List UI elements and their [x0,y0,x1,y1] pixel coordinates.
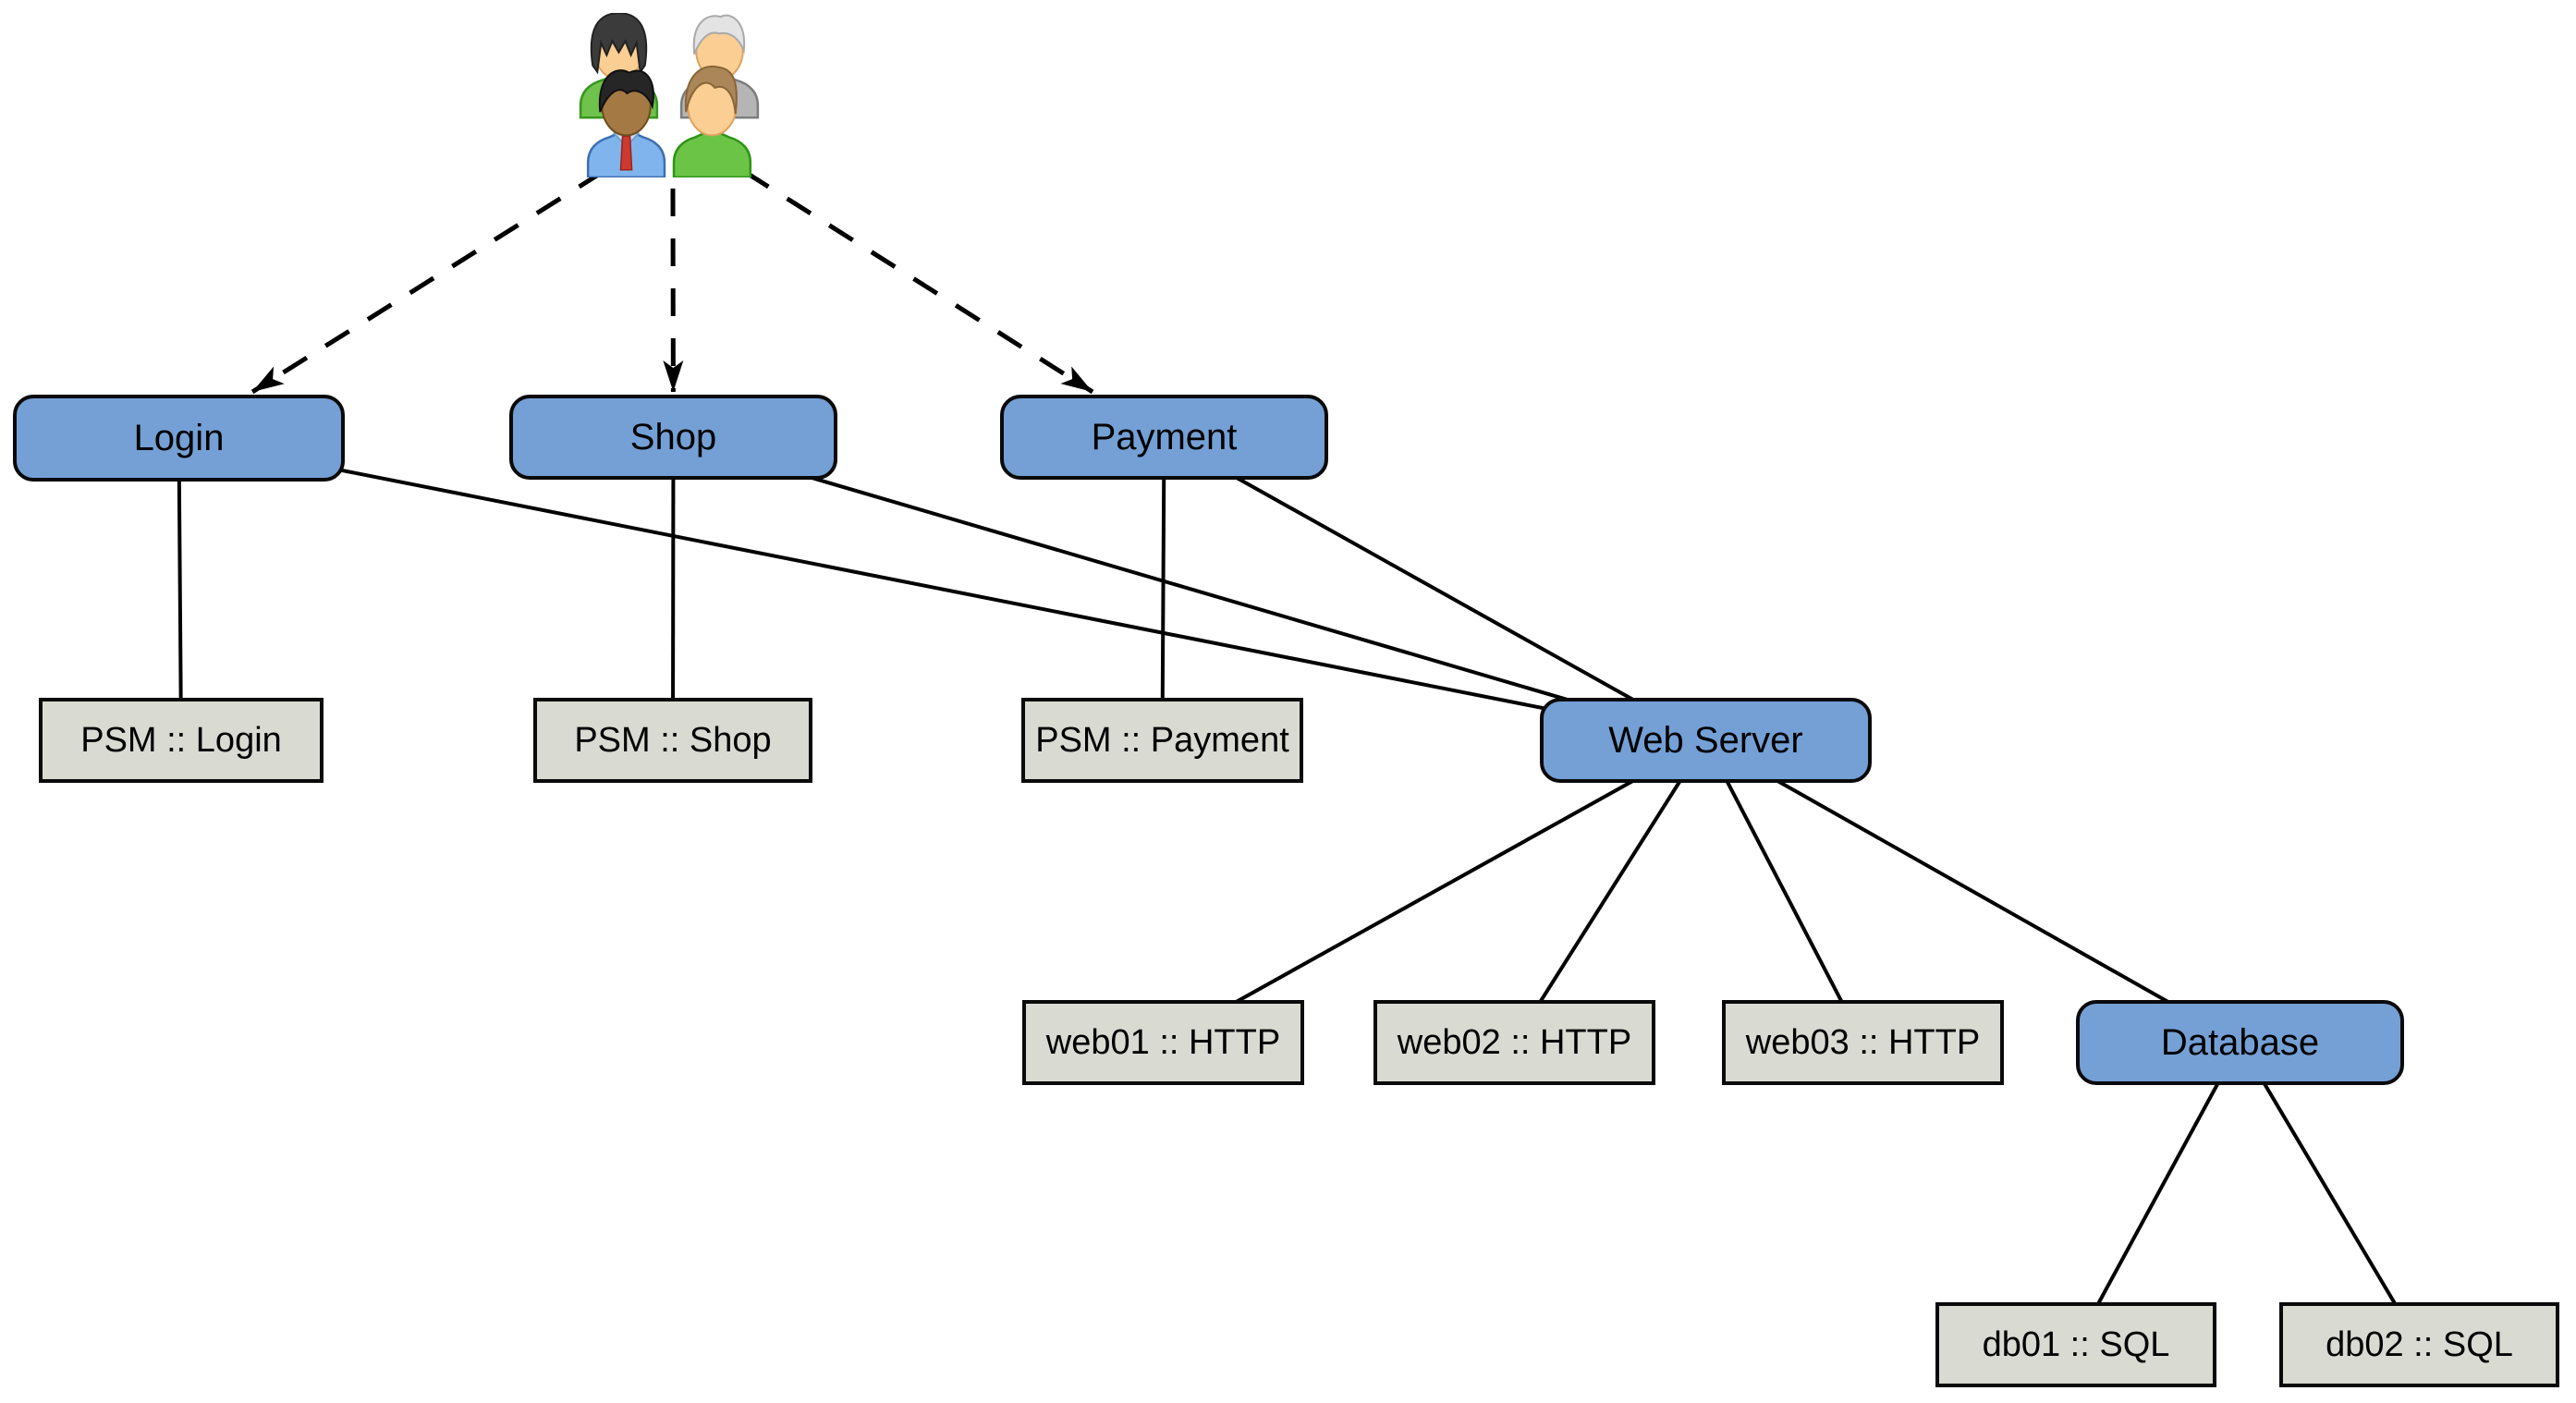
edge-webserver-database [1704,738,2241,1044]
edge-login-psm-login [177,437,183,741]
edge-database-db01 [2074,1042,2242,1346]
node-db01: db01 :: SQL [1935,1302,2216,1387]
edge-database-db02 [2238,1041,2422,1347]
node-label: web01 :: HTTP [1045,1022,1281,1062]
user-person-green-icon [672,65,752,179]
node-db02: db02 :: SQL [2279,1302,2559,1387]
users-icon [571,12,767,182]
node-login: Login [13,395,345,482]
node-psm-payment: PSM :: Payment [1021,698,1303,783]
node-label: Payment [1091,416,1238,458]
edge-users-payment [743,169,1094,395]
node-label: Login [133,417,225,458]
edge-webserver-web01 [1162,738,1707,1044]
edge-payment-webserver [1163,435,1707,742]
edge-shop-psm-shop [671,436,676,741]
edge-webserver-web02 [1512,738,1708,1044]
node-label: Web Server [1608,719,1803,761]
node-label: PSM :: Login [80,720,282,760]
node-label: Database [2160,1021,2320,1063]
edge-login-webserver [178,436,1706,742]
node-payment: Payment [1000,395,1328,480]
node-label: db02 :: SQL [2326,1324,2513,1364]
edge-users-login [250,169,604,395]
edge-payment-psm-payment [1160,436,1166,741]
edge-shop-webserver [672,435,1707,742]
node-label: PSM :: Shop [574,720,772,760]
node-label: db01 :: SQL [1982,1324,2170,1364]
node-label: Shop [629,416,717,458]
node-web03: web03 :: HTTP [1722,1000,2004,1085]
node-label: web02 :: HTTP [1397,1022,1632,1062]
user-man-blue-icon [586,69,666,179]
node-label: web03 :: HTTP [1745,1022,1981,1062]
node-database: Database [2076,1000,2404,1085]
node-shop: Shop [509,395,837,480]
node-psm-login: PSM :: Login [39,698,324,783]
node-web02: web02 :: HTTP [1373,1000,1655,1085]
node-label: PSM :: Payment [1035,720,1289,760]
node-psm-shop: PSM :: Shop [533,698,812,783]
edge-webserver-web03 [1703,739,1865,1043]
node-web01: web01 :: HTTP [1022,1000,1304,1085]
node-webserver: Web Server [1540,698,1872,783]
